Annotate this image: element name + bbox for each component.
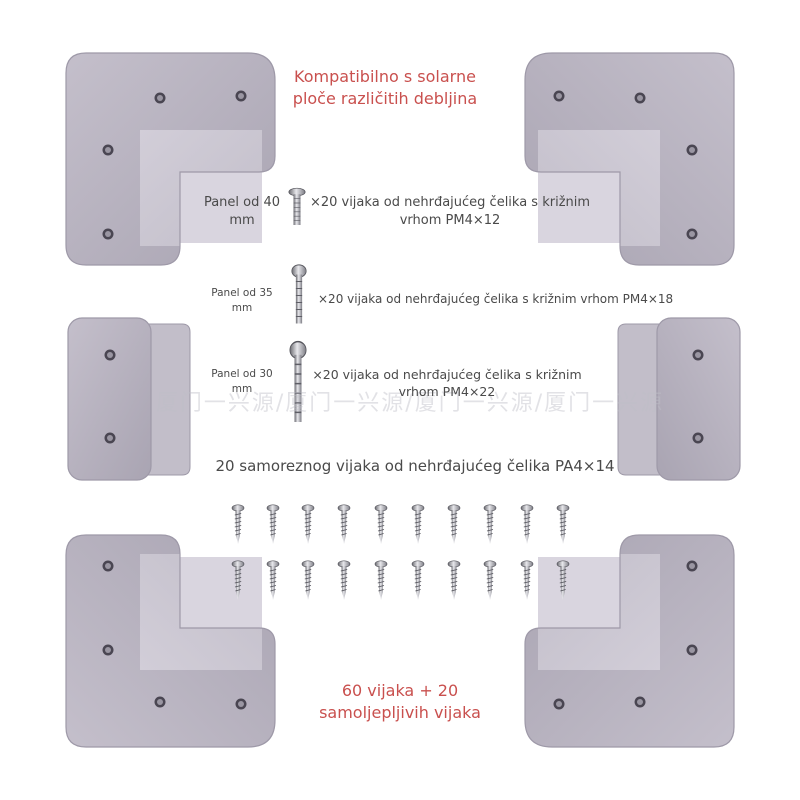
panel-40mm-label: Panel od 40 mm <box>203 195 281 228</box>
panel-30mm-label: Panel od 30 mm <box>211 368 273 395</box>
self-tapping-screws-label: 20 samoreznog vijaka od nehrđajućeg čeli… <box>215 457 615 475</box>
corner-bracket-bottom-left <box>66 535 275 747</box>
screw-pm4x18-icon <box>290 264 308 325</box>
corner-bracket-top-right <box>525 53 734 265</box>
self-tapping-screws <box>231 504 570 601</box>
screw-pm4x22-label: ×20 vijaka od nehrđajućeg čelika s križn… <box>312 367 582 399</box>
compatibility-headline: Kompatibilno s solarne ploče različitih … <box>292 67 478 108</box>
total-screws-label: 60 vijaka + 20 samoljepljivih vijaka <box>319 681 481 722</box>
watermark: 厦门一兴源/厦门一兴源/厦门一兴源/厦门一兴源 <box>155 391 665 416</box>
panel-35mm-label: Panel od 35 mm <box>211 287 273 314</box>
screw-pm4x12-label: ×20 vijaka od nehrđajućeg čelika s križn… <box>309 195 591 228</box>
screw-pm4x18-label: ×20 vijaka od nehrđajućeg čelika s križn… <box>318 292 674 306</box>
corner-bracket-top-left <box>66 53 275 265</box>
corner-bracket-bottom-right <box>525 535 734 747</box>
